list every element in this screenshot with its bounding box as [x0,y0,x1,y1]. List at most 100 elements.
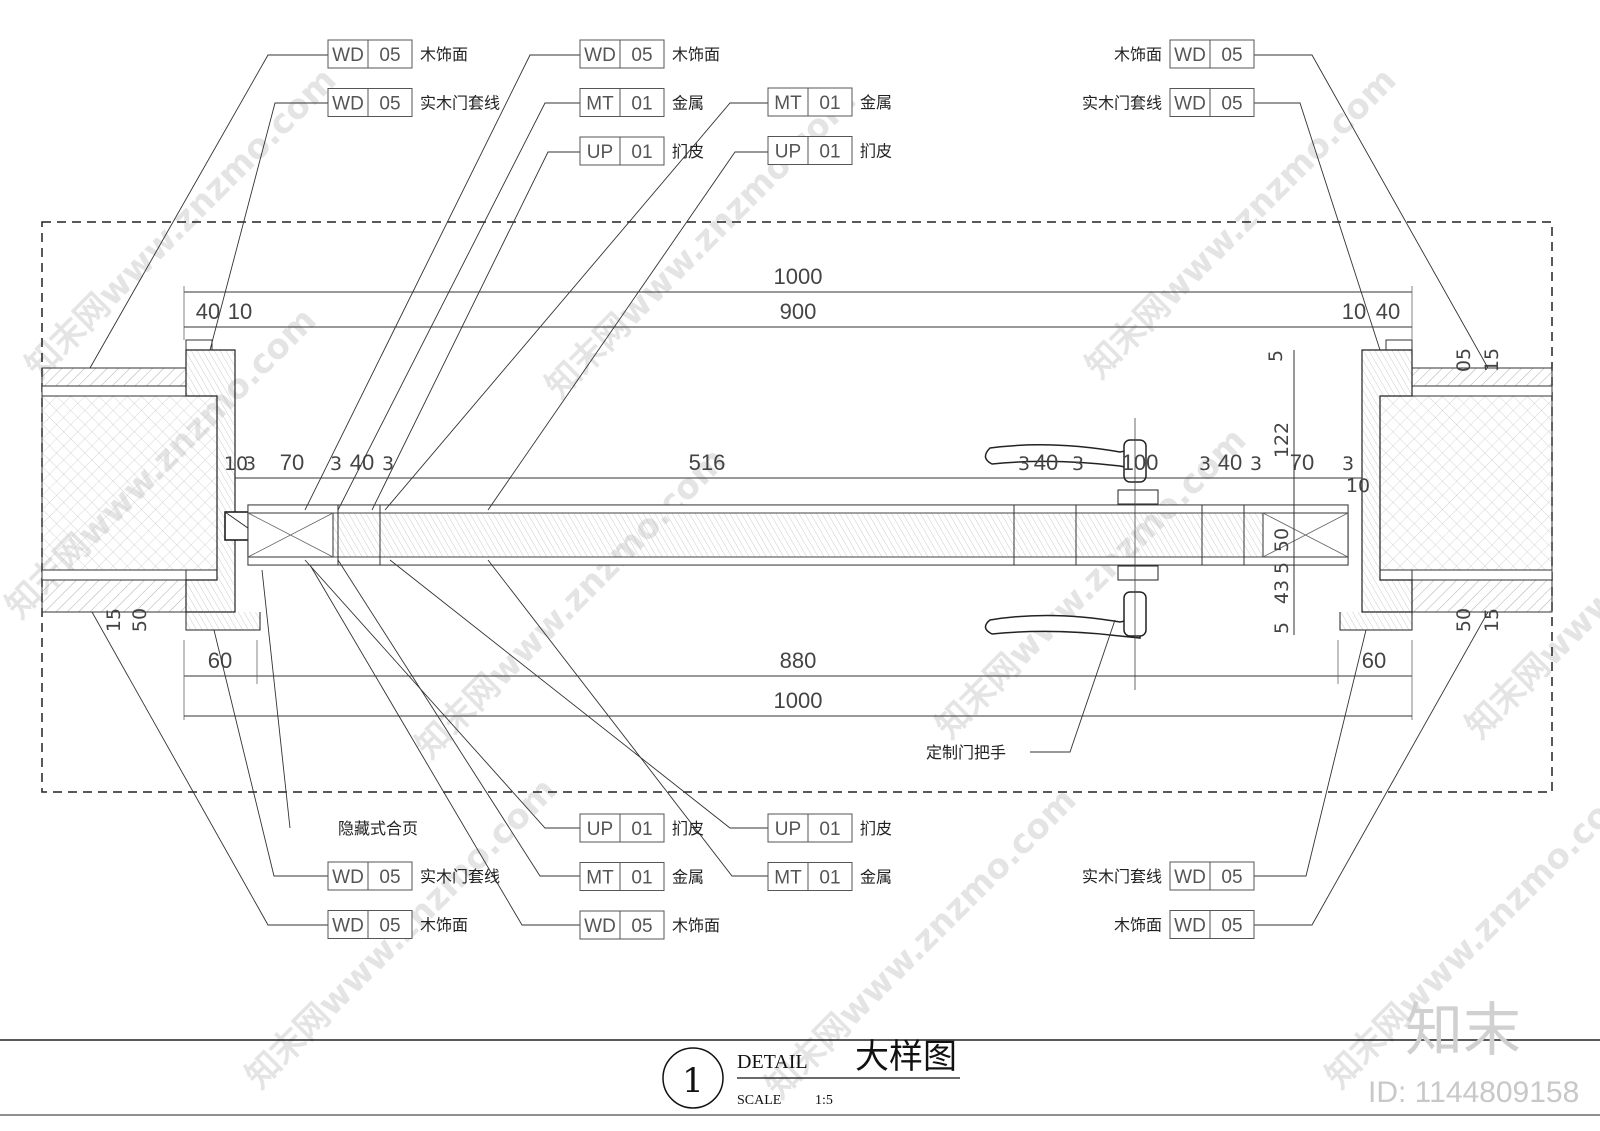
tag-code: UP [775,819,801,840]
tag-number: 01 [631,94,652,115]
tag-number: 01 [631,142,652,163]
tag-code: WD [584,45,616,66]
watermark-layer: 知末网www.znzmo.com 知末网www.znzmo.com 知末网www… [0,60,1600,1106]
dim-bottom-left-50: 50 [129,608,151,632]
tag-num-box [1209,39,1255,69]
tag-description: 金属 [672,869,704,887]
dim-mid-3c: 3 [1018,453,1030,475]
material-tag: WD 05 实木门套线 [327,861,500,891]
tag-code: WD [332,45,364,66]
door-handle [984,418,1159,690]
tag-code-box [579,39,621,69]
tag-code-box [767,87,809,117]
tag-num-box [619,813,665,843]
dim-top-right-c: 05 [1453,348,1475,372]
detail-number: 1 [682,1061,704,1101]
tag-number: 05 [379,867,400,888]
tag-num-box [619,88,665,117]
dim-mid-10: 10 [1346,475,1370,497]
dim-top-inner: 900 [780,299,817,324]
tag-code-box [327,39,369,69]
tag-code: WD [332,867,364,888]
tag-num-box [367,39,413,69]
tag-code: MT [586,868,614,889]
tag-code: UP [587,142,613,163]
side-dimensions: 122 50 43 5 5 [1271,350,1295,635]
right-door-frame [1339,339,1413,631]
dim-bottom-total: 1000 [774,688,823,713]
dim-side-5b: 5 [1271,622,1293,634]
hinge-note: 隐藏式合页 [338,819,418,838]
tag-code: WD [1174,916,1206,937]
tag-code: WD [332,916,364,937]
dim-mid-70-left: 70 [280,450,304,475]
tag-number: 01 [819,819,840,840]
leader-lines [89,54,1489,926]
tag-number: 01 [631,819,652,840]
detail-number-circle [662,1047,724,1109]
dim-top-left-b: 10 [228,299,252,324]
tag-num-box [367,88,413,117]
dim-top-right-a: 10 [1342,299,1366,324]
detail-label: DETAIL [737,1051,808,1073]
top-dimensions: 1000 900 40 10 10 40 05 15 5 [183,264,1503,372]
tag-code: UP [775,142,801,163]
tag-num-box [807,87,853,117]
dim-side-5a: 5 [1271,562,1293,574]
tag-code-box [1169,910,1211,939]
title-block: 1 DETAIL 大样图 SCALE 1:5 [0,1037,1600,1116]
dim-bottom-right-15: 15 [1481,608,1503,632]
tag-code-box [579,88,621,117]
tag-num-box [807,862,853,891]
dim-top-right-d: 15 [1481,348,1503,372]
dim-bottom-60-right: 60 [1362,648,1386,673]
tag-code: MT [774,868,802,889]
dim-bottom-880: 880 [780,648,817,673]
tag-num-box [619,862,665,891]
dim-bottom-right-50: 50 [1453,608,1475,632]
tag-number: 01 [819,142,840,163]
dim-mid-40b: 40 [1034,450,1058,475]
dim-top-left-a: 40 [196,299,220,324]
tag-num-box [1209,910,1255,939]
scale-value: 1:5 [815,1093,833,1108]
bottom-dimensions: 60 880 60 1000 15 50 50 15 [103,608,1503,720]
tag-description: 木饰面 [420,46,468,64]
brand-watermark: 知末 [1405,996,1521,1064]
right-wall [1379,367,1553,613]
tag-code-box [767,862,809,891]
tag-number: 05 [379,45,400,66]
tag-description: 实木门套线 [1082,95,1162,113]
tag-num-box [367,910,413,939]
dim-mid-3g: 3 [1342,453,1354,475]
tag-description: 实木门套线 [420,868,500,886]
dim-mid-3e: 3 [1199,453,1211,475]
dim-mid-70-right: 70 [1290,450,1314,475]
dim-bottom-60-left: 60 [208,648,232,673]
tag-code-box [579,813,621,843]
dim-mid-3d: 3 [1072,453,1084,475]
tag-number: 01 [819,868,840,889]
tag-code: MT [774,93,802,114]
dim-top-right-b: 40 [1376,299,1400,324]
tag-description: 木饰面 [672,46,720,64]
dim-side-43: 43 [1271,580,1293,604]
material-tag: WD 05 木饰面 [327,39,468,69]
tag-num-box [367,861,413,891]
dim-side-122: 122 [1271,422,1293,458]
tag-description: 金属 [672,95,704,113]
tag-number: 01 [819,93,840,114]
tag-num-box [619,39,665,69]
